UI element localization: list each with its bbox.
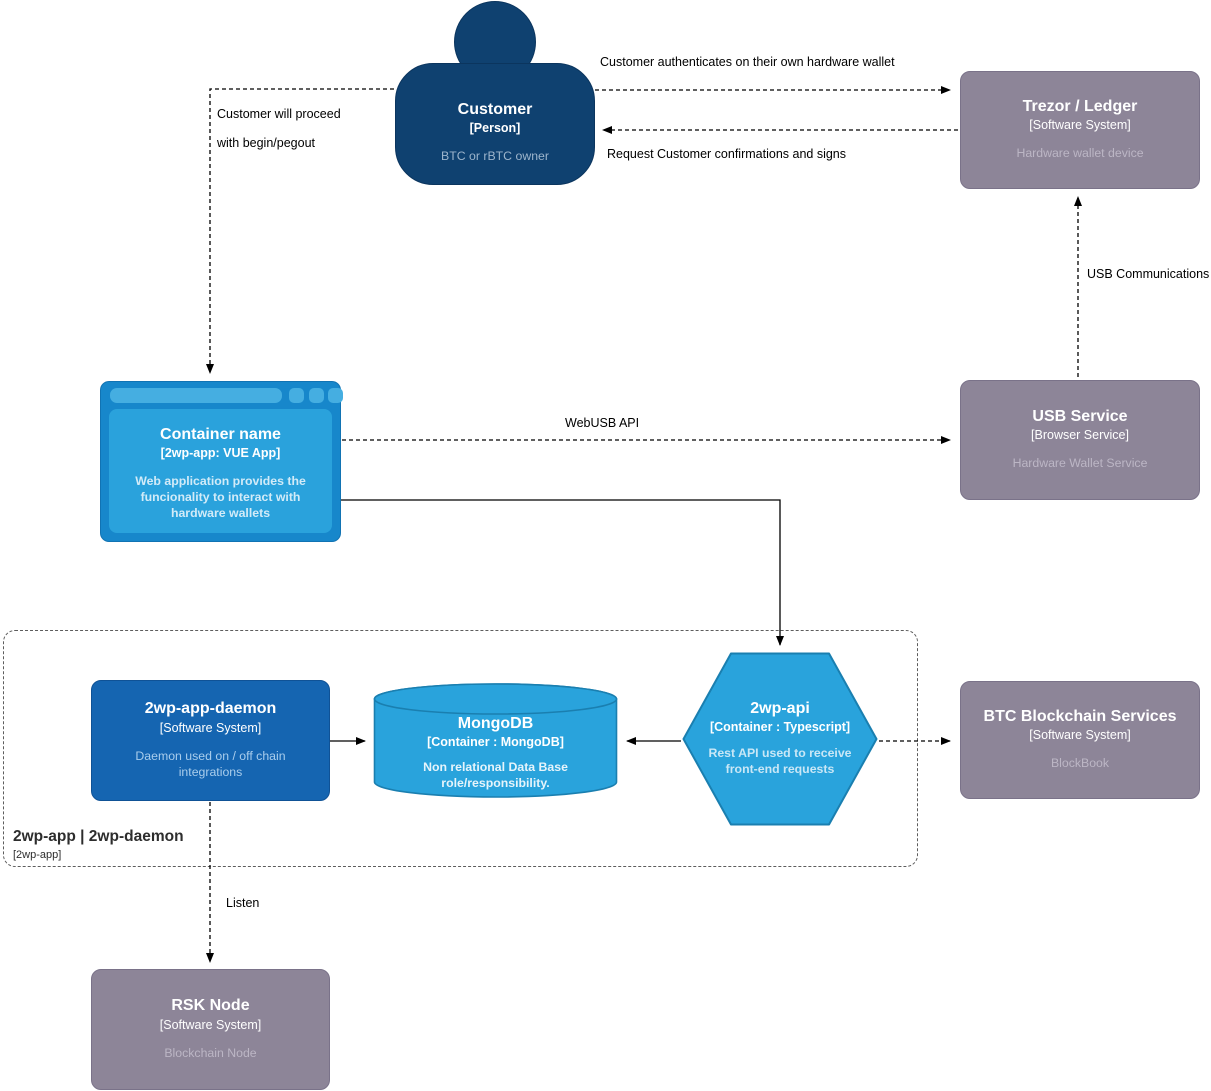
customer-subtitle: [Person] bbox=[469, 121, 521, 136]
boundary-title: 2wp-app | 2wp-daemon bbox=[13, 828, 184, 845]
browser-button-icon bbox=[309, 388, 324, 403]
node-usb-service[interactable]: USB Service [Browser Service] Hardware W… bbox=[960, 380, 1200, 500]
node-btc-blockchain-services[interactable]: BTC Blockchain Services [Software System… bbox=[960, 681, 1200, 799]
edge-label-webusb-api: WebUSB API bbox=[565, 416, 640, 430]
edge-label-authenticates: Customer authenticates on their own hard… bbox=[600, 55, 895, 69]
api-hexagon-icon bbox=[682, 652, 878, 826]
rsk-subtitle: [Software System] bbox=[159, 1017, 262, 1032]
btc-description: BlockBook bbox=[1050, 756, 1110, 771]
usb-service-description: Hardware Wallet Service bbox=[1012, 456, 1148, 471]
edge-label-request-confirmations: Request Customer confirmations and signs bbox=[607, 147, 847, 161]
node-2wp-app-daemon[interactable]: 2wp-app-daemon [Software System] Daemon … bbox=[91, 680, 330, 801]
browser-button-icon bbox=[289, 388, 304, 403]
edge-label-listen: Listen bbox=[226, 896, 260, 910]
mongodb-title: MongoDB bbox=[457, 714, 534, 732]
edge-customer-to-container bbox=[206, 88, 394, 374]
api-subtitle: [Container : Typescript] bbox=[709, 720, 851, 735]
node-container-2wp-app[interactable]: Container name [2wp-app: VUE App] Web ap… bbox=[100, 381, 343, 542]
api-description: Rest API used to receive front-end reque… bbox=[708, 746, 852, 777]
trezor-title: Trezor / Ledger bbox=[1022, 97, 1138, 115]
rsk-title: RSK Node bbox=[171, 997, 250, 1015]
rsk-description: Blockchain Node bbox=[164, 1045, 257, 1060]
boundary-label: 2wp-app | 2wp-daemon [2wp-app] bbox=[13, 828, 184, 861]
customer-title: Customer bbox=[457, 100, 533, 118]
node-2wp-api[interactable]: 2wp-api [Container : Typescript] Rest AP… bbox=[682, 652, 878, 826]
daemon-description: Daemon used on / off chain integrations bbox=[135, 748, 286, 779]
daemon-title: 2wp-app-daemon bbox=[144, 700, 277, 718]
btc-title: BTC Blockchain Services bbox=[983, 707, 1177, 725]
daemon-subtitle: [Software System] bbox=[159, 720, 262, 735]
container-subtitle: [2wp-app: VUE App] bbox=[160, 446, 281, 461]
mongodb-description: Non relational Data Base role/responsibi… bbox=[423, 760, 568, 791]
edge-label-proceed-line1: Customer will proceed bbox=[217, 107, 341, 121]
mongodb-cylinder-icon bbox=[373, 683, 618, 798]
edge-label-proceed-line2: with begin/pegout bbox=[217, 136, 315, 150]
node-mongodb[interactable]: MongoDB [Container : MongoDB] Non relati… bbox=[373, 682, 618, 799]
trezor-description: Hardware wallet device bbox=[1016, 146, 1144, 161]
mongodb-subtitle: [Container : MongoDB] bbox=[427, 735, 564, 750]
browser-address-bar bbox=[110, 388, 282, 403]
edge-label-usb-communications: USB Communications bbox=[1087, 267, 1210, 281]
trezor-subtitle: [Software System] bbox=[1029, 118, 1131, 133]
browser-button-icon bbox=[328, 388, 343, 403]
boundary-subtitle: [2wp-app] bbox=[13, 849, 62, 861]
node-trezor-ledger[interactable]: Trezor / Ledger [Software System] Hardwa… bbox=[960, 71, 1200, 189]
edge-container-to-api bbox=[341, 499, 784, 646]
api-title: 2wp-api bbox=[750, 699, 810, 717]
usb-service-subtitle: [Browser Service] bbox=[1031, 428, 1129, 443]
browser-content-panel: Container name [2wp-app: VUE App] Web ap… bbox=[109, 409, 332, 533]
node-rsk-node[interactable]: RSK Node [Software System] Blockchain No… bbox=[91, 969, 330, 1090]
customer-description: BTC or rBTC owner bbox=[441, 149, 549, 164]
container-title: Container name bbox=[160, 425, 281, 443]
btc-subtitle: [Software System] bbox=[1029, 728, 1131, 743]
node-customer[interactable]: Customer [Person] BTC or rBTC owner bbox=[395, 63, 595, 185]
container-description: Web application provides the funcionalit… bbox=[135, 474, 306, 521]
usb-service-title: USB Service bbox=[1032, 407, 1128, 425]
